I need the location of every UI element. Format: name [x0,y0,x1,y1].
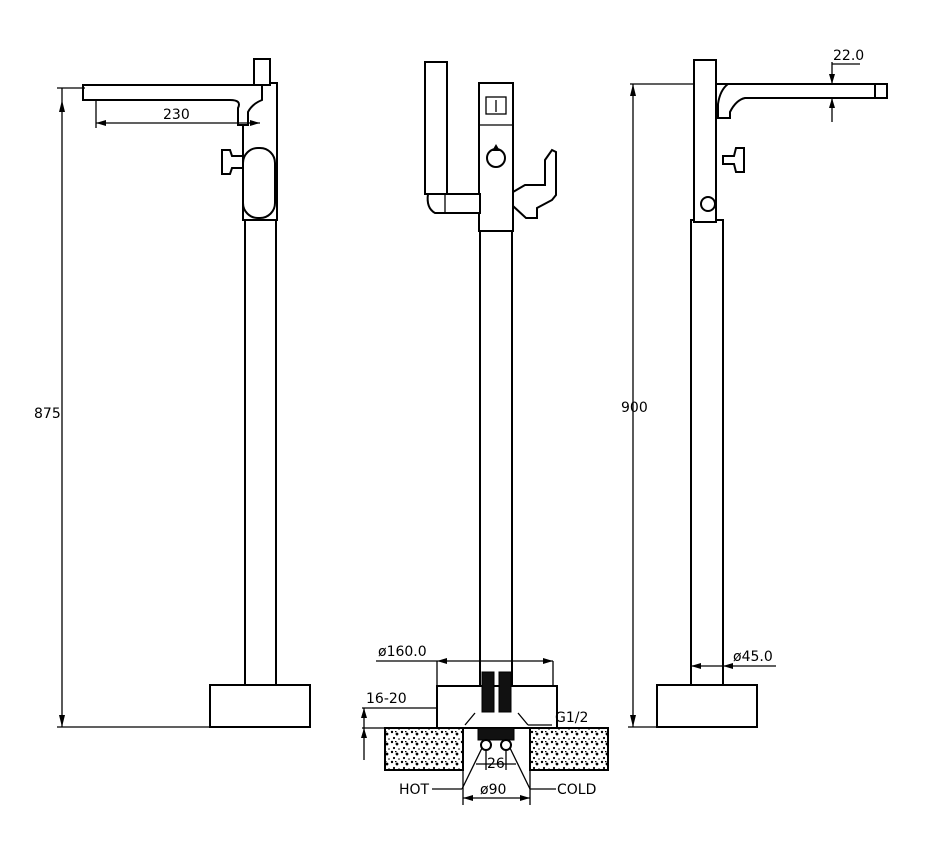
dim-22: 22.0 [833,48,864,64]
cold-pipe [498,671,512,713]
right-spout [716,83,883,119]
right-knob [722,147,745,173]
left-knob [221,149,244,175]
left-lever-oval [242,147,276,219]
hot-pipe [481,671,495,713]
cold-label: COLD [557,782,596,798]
dim-90: ø90 [480,782,506,798]
front-view: ø160.0 16-20 G1/2 26 ø90 HOT COLD [361,61,609,805]
center-base [436,685,558,729]
center-handshower [424,61,448,195]
dim-160: ø160.0 [378,644,427,660]
floor-left [384,727,464,771]
right-base [656,684,758,728]
dim-900: 900 [621,400,648,416]
dim-230: 230 [163,107,190,123]
floor-right [529,727,609,771]
dim-16-20: 16-20 [366,691,407,707]
left-column [244,219,277,686]
dim-g12: G1/2 [555,710,588,726]
center-lever [512,148,557,219]
dim-875: 875 [34,406,61,422]
dim-45: ø45.0 [733,649,773,665]
right-side-view: 22.0 900 ø45.0 [621,48,888,728]
hot-label: HOT [399,782,430,798]
left-side-view: 230 875 [34,58,311,728]
dim-26: 26 [487,756,505,772]
right-column [690,219,724,686]
left-spout [82,84,263,126]
right-head [693,59,717,223]
center-column [479,229,513,687]
left-top-cap [253,58,271,86]
left-base [209,684,311,728]
